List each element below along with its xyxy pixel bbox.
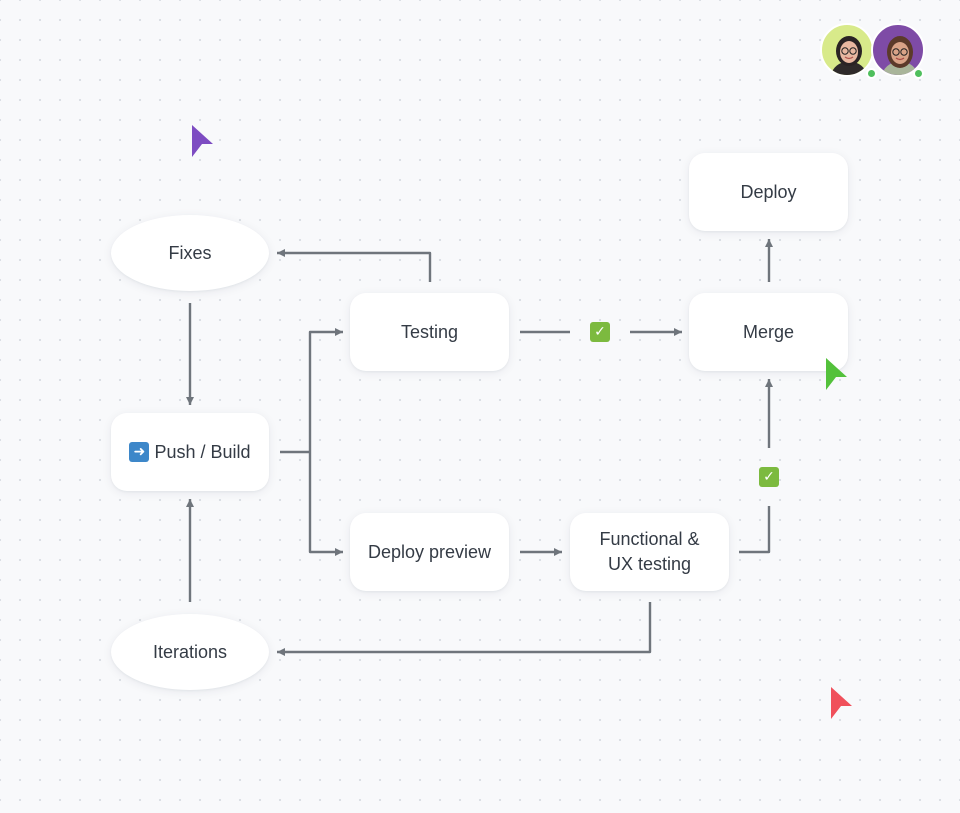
green-cursor-icon — [826, 358, 847, 390]
merge-label: Merge — [742, 321, 795, 342]
arrow-push-to-deploy-preview — [308, 452, 343, 556]
red-cursor-icon — [831, 687, 852, 719]
deploy-node[interactable]: Deploy — [689, 153, 848, 231]
line-functional-to-check — [739, 506, 771, 554]
push-build-node[interactable]: ➜ Push / Build — [111, 413, 269, 491]
merge-node[interactable]: Merge — [689, 293, 848, 371]
online-status-dot — [866, 68, 877, 79]
check-mark-icon: ✓ — [759, 467, 779, 487]
testing-node[interactable]: Testing — [350, 293, 509, 371]
fixes-label: Fixes — [168, 242, 212, 263]
arrow-push-to-testing — [308, 328, 343, 452]
collaborator-avatar-2[interactable] — [871, 23, 925, 77]
deploy-label: Deploy — [740, 181, 797, 202]
arrow-testing-to-fixes — [277, 249, 432, 282]
functional-label-line1: Functional & — [599, 529, 700, 549]
purple-cursor-icon — [192, 125, 213, 157]
testing-label: Testing — [400, 321, 459, 342]
deploy-preview-node[interactable]: Deploy preview — [350, 513, 509, 591]
online-status-dot — [913, 68, 924, 79]
fixes-node[interactable]: Fixes — [111, 215, 269, 291]
iterations-node[interactable]: Iterations — [111, 614, 269, 690]
functional-ux-testing-node[interactable]: Functional & UX testing — [570, 513, 729, 591]
functional-label-line2: UX testing — [607, 554, 692, 574]
push-build-label: Push / Build — [154, 441, 251, 462]
check-mark-icon: ✓ — [590, 322, 610, 342]
iterations-label: Iterations — [152, 641, 228, 662]
deploy-preview-label: Deploy preview — [367, 541, 492, 562]
arrow-functional-to-iterations — [277, 602, 652, 656]
right-arrow-icon: ➜ — [129, 442, 150, 462]
collaborator-avatar-1[interactable] — [820, 23, 874, 77]
